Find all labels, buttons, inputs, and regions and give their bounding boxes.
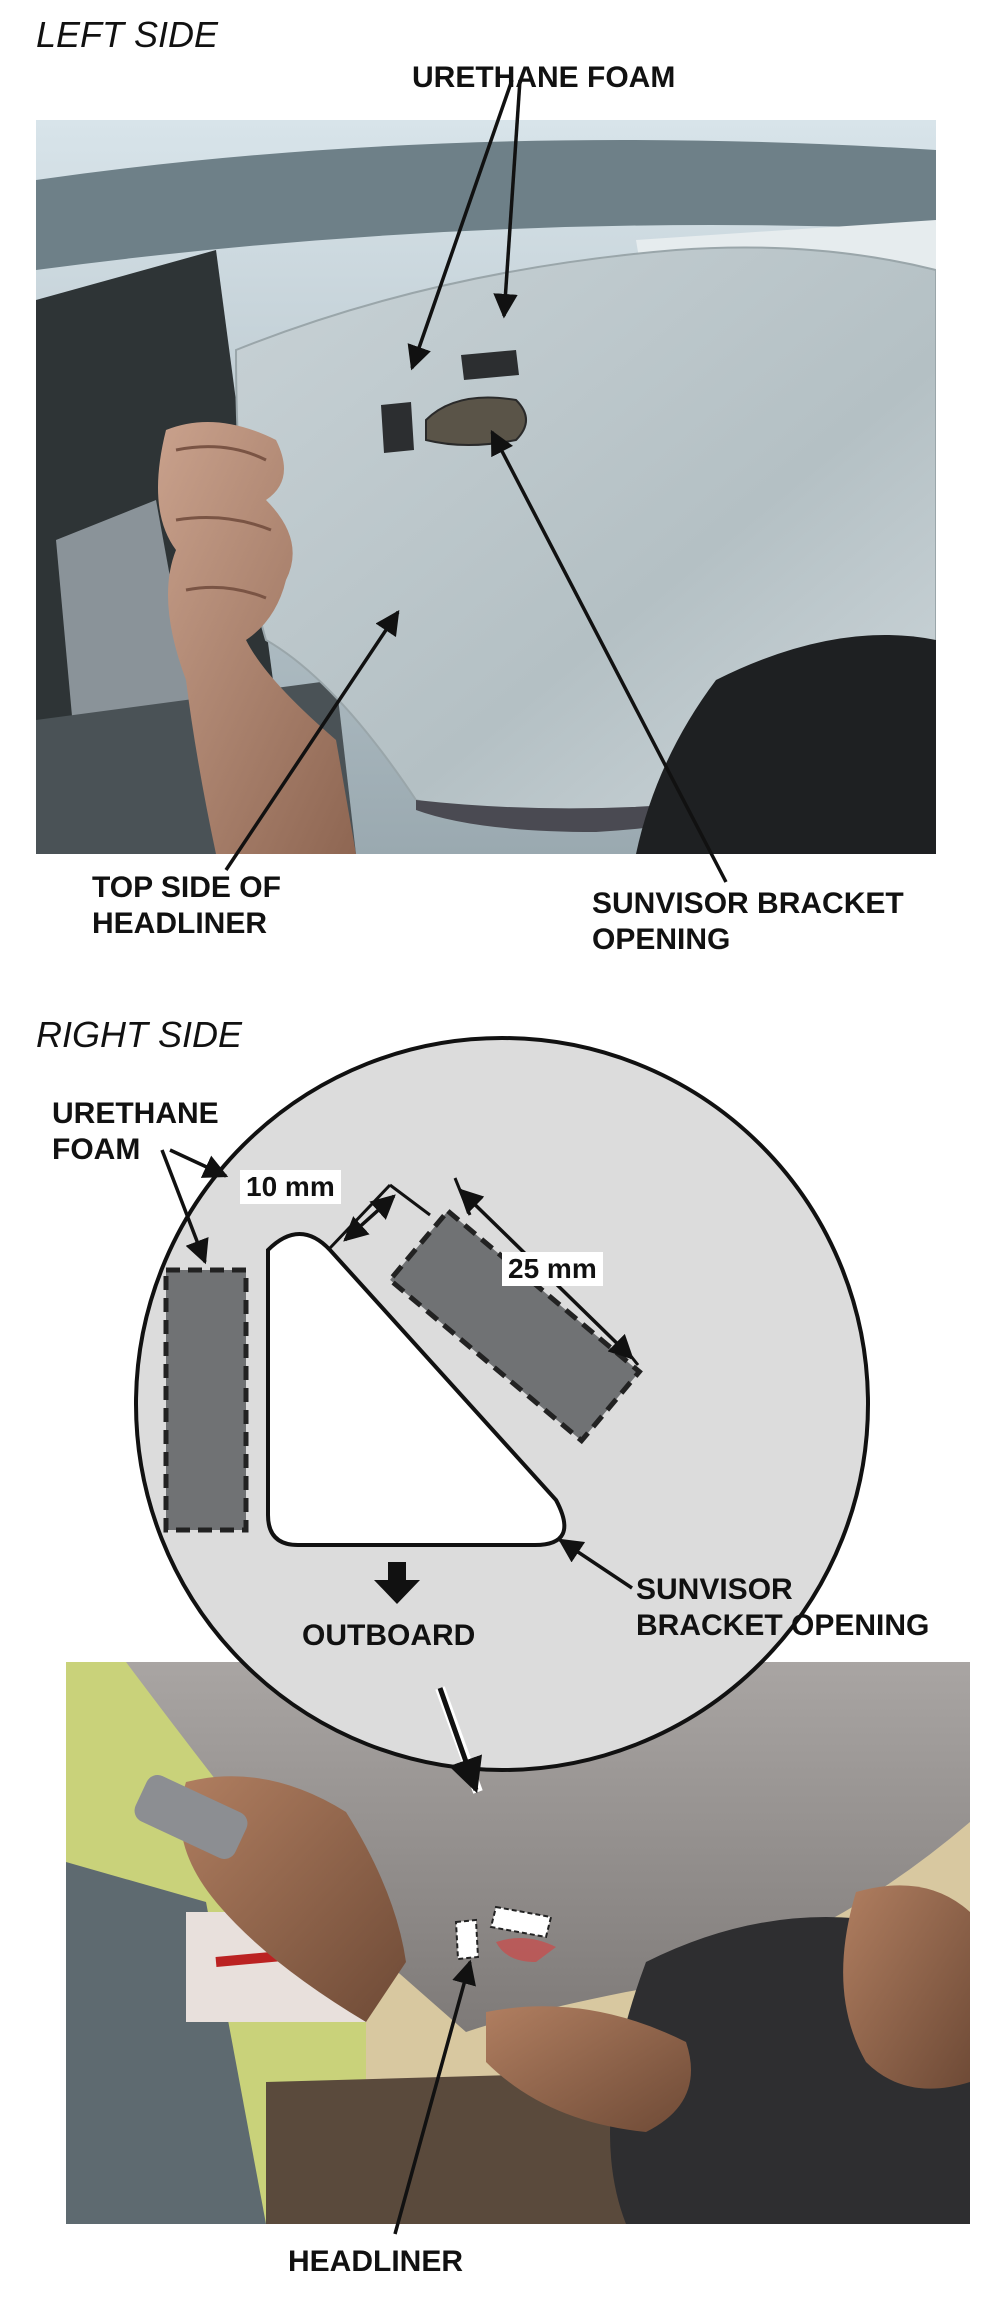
wristwatch xyxy=(134,1775,248,1859)
label-right-urethane-line2: FOAM xyxy=(52,1133,141,1166)
foam-rect-left xyxy=(163,1267,249,1533)
label-right-sunvisor-line2: BRACKET OPENING xyxy=(636,1609,930,1642)
urethane-leader-top xyxy=(169,1148,229,1178)
left-photo-illustration xyxy=(36,120,936,854)
right-side-title: RIGHT SIDE xyxy=(36,1014,243,1055)
label-top-side-line1: TOP SIDE OF xyxy=(92,871,281,904)
urethane-foam-piece-2 xyxy=(461,350,519,380)
label-dimension-25mm: 25 mm xyxy=(502,1252,603,1286)
detail-circle xyxy=(134,1036,870,1772)
right-hand xyxy=(486,2006,691,2132)
label-sunvisor-opening-line1: SUNVISOR BRACKET xyxy=(592,887,904,920)
dimension-10mm-arrow xyxy=(343,1194,396,1242)
left-side-title: LEFT SIDE xyxy=(36,14,219,55)
label-headliner: HEADLINER xyxy=(288,2245,464,2278)
label-outboard: OUTBOARD xyxy=(302,1619,476,1652)
urethane-foam-piece-1 xyxy=(381,402,414,453)
foam-rect-diagonal xyxy=(386,1207,643,1445)
urethane-leader-left xyxy=(160,1149,209,1265)
label-top-side-line2: HEADLINER xyxy=(92,907,268,940)
face xyxy=(843,1885,970,2089)
label-urethane-foam: URETHANE FOAM xyxy=(412,61,676,94)
foam-outline-short xyxy=(454,1918,480,1961)
label-right-sunvisor-line1: SUNVISOR xyxy=(636,1573,793,1606)
label-sunvisor-opening-line2: OPENING xyxy=(592,923,731,956)
outboard-arrow-icon xyxy=(374,1562,420,1604)
right-photo-illustration xyxy=(66,1662,970,2224)
sunvisor-leader-right xyxy=(557,1538,633,1590)
label-right-urethane-line1: URETHANE xyxy=(52,1097,219,1130)
right-side-photo xyxy=(66,1662,970,2224)
label-dimension-10mm: 10 mm xyxy=(240,1170,341,1204)
left-side-photo xyxy=(36,120,936,854)
foam-outline-long xyxy=(489,1905,553,1939)
